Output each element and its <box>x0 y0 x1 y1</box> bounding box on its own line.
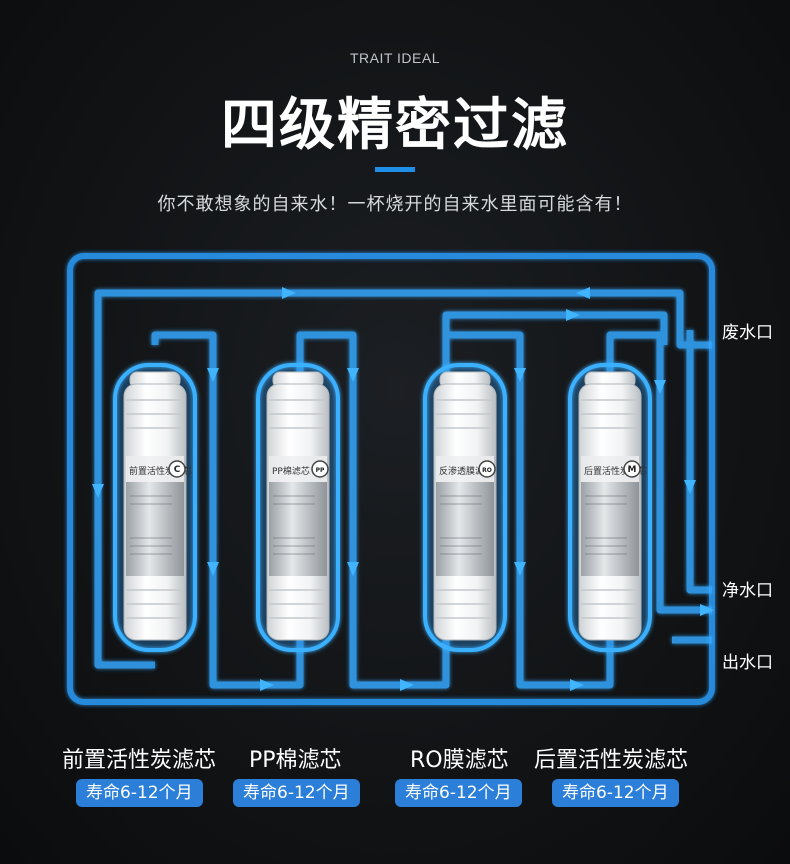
flow-arrow <box>514 368 526 382</box>
cartridge-badge-icon <box>623 460 641 478</box>
lifespan-badge-1: 寿命6-12个月 <box>76 779 203 807</box>
flow-arrow <box>207 562 219 576</box>
flow-arrow <box>207 368 219 382</box>
cartridge-badge-icon <box>478 460 496 478</box>
port-outlet: 出水口 <box>722 653 773 673</box>
port-clean: 净水口 <box>722 581 773 601</box>
flow-arrow <box>576 287 590 299</box>
pipe-clean-out <box>686 330 712 594</box>
flow-arrow <box>654 380 666 394</box>
cartridge-label-text: PP棉滤芯 <box>272 465 310 477</box>
lifespan-badge-3: 寿命6-12个月 <box>395 779 522 807</box>
eyebrow-text: TRAIT IDEAL <box>349 50 441 66</box>
subtitle: 你不敢想象的自来水！一杯烧开的自来水里面可能含有！ <box>157 194 633 215</box>
title-underline <box>375 167 415 172</box>
flow-arrow <box>566 309 580 321</box>
pipe-bottom <box>94 500 155 669</box>
lifespan-badge-2: 寿命6-12个月 <box>233 779 360 807</box>
filter-cartridge-2: PP棉滤芯 PP <box>266 371 330 641</box>
page-title: 四级精密过滤 <box>221 93 569 158</box>
lifespan-badge-4: 寿命6-12个月 <box>552 779 679 807</box>
cartridge-badge-text: C <box>174 465 181 475</box>
cartridge-badge-text: RO <box>482 467 492 474</box>
filter-name-1: 前置活性炭滤芯 <box>62 748 217 773</box>
flow-arrow <box>514 562 526 576</box>
cartridge-badge-icon <box>311 460 329 478</box>
flow-arrow <box>347 562 359 576</box>
flow-arrow <box>400 679 414 691</box>
flow-arrow <box>282 287 296 299</box>
flow-arrow <box>570 679 584 691</box>
pipe-c4-out <box>606 331 712 614</box>
filter-name-3: RO膜滤芯 <box>410 748 509 773</box>
cartridge-badge-text: M <box>628 465 637 475</box>
cartridge-badge-text: PP <box>316 467 325 474</box>
flow-arrow <box>684 480 696 494</box>
port-waste: 废水口 <box>722 323 773 343</box>
flow-arrow <box>347 368 359 382</box>
filter-name-2: PP棉滤芯 <box>249 748 342 773</box>
flow-arrow <box>92 484 104 498</box>
flow-arrow <box>700 604 714 616</box>
outer-frame <box>67 253 715 705</box>
filter-name-4: 后置活性炭滤芯 <box>534 748 689 773</box>
cartridge-badge-icon <box>168 460 186 478</box>
pipe-ro-waste <box>442 311 668 345</box>
flow-arrow <box>260 679 274 691</box>
